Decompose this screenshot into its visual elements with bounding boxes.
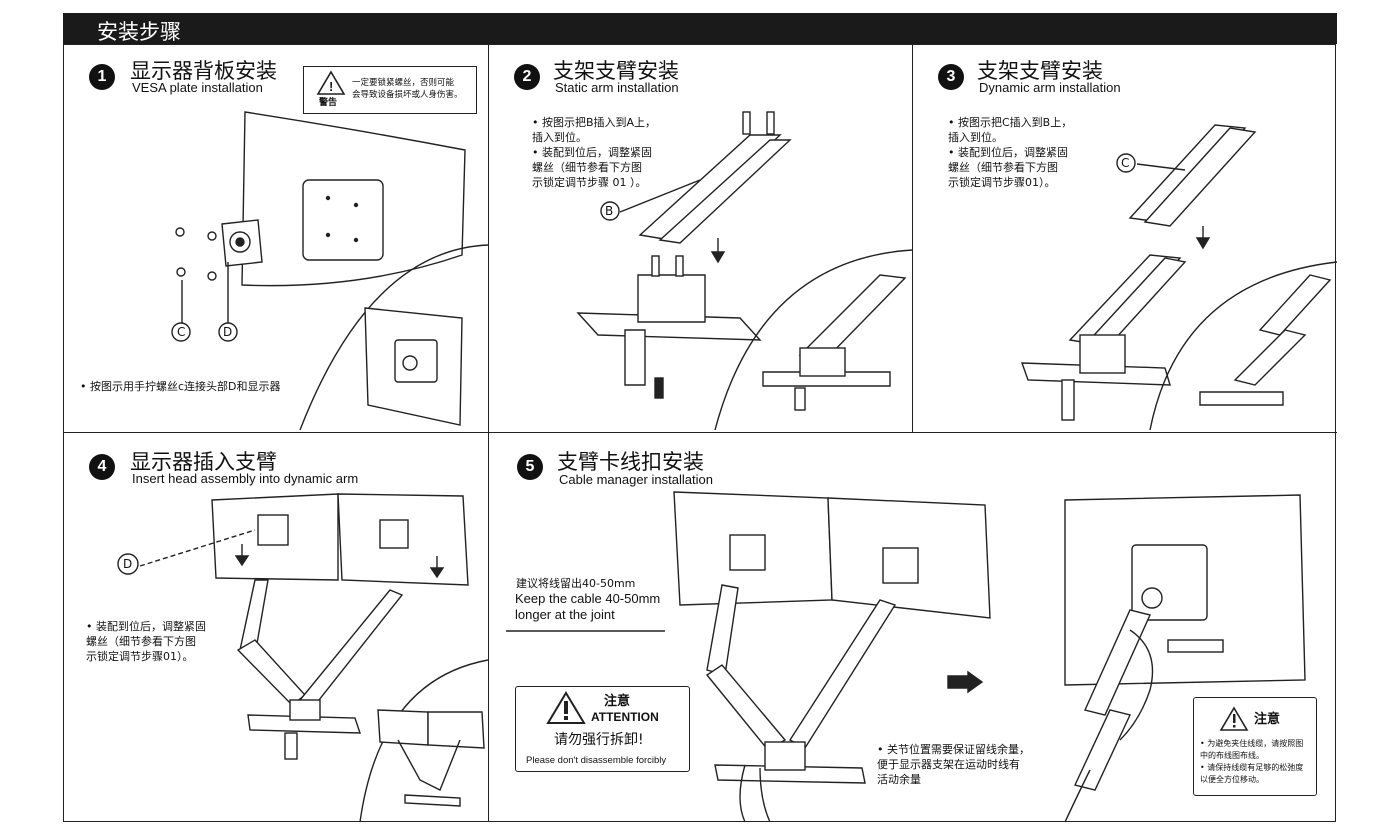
warning-icon: ! bbox=[316, 70, 346, 95]
attention-sub: Please don't disassemble forcibly bbox=[526, 755, 667, 766]
step-number: 3 bbox=[938, 64, 964, 90]
step-subtitle: Insert head assembly into dynamic arm bbox=[132, 471, 359, 486]
warning-icon bbox=[1219, 706, 1249, 731]
monitor-back-illustration bbox=[171, 111, 489, 431]
svg-text:!: ! bbox=[329, 79, 333, 94]
step-note: • 按图示用手拧螺丝c连接头部D和显示器 bbox=[80, 380, 281, 393]
step-number: 1 bbox=[89, 64, 115, 90]
warning-label: 警告 bbox=[319, 98, 338, 108]
step-number: 4 bbox=[89, 454, 115, 480]
cable-note-en: longer at the joint bbox=[515, 607, 615, 622]
attention-en: ATTENTION bbox=[591, 710, 659, 724]
cable-note-zh: 建议将线留出40-50mm bbox=[516, 577, 636, 590]
step-title: 显示器插入支臂 bbox=[130, 450, 277, 474]
notice-text: • 为避免夹住线缆，请按照图 中的布线图布线。 • 请保持线缆有足够的松弛度 以… bbox=[1200, 739, 1304, 784]
step-subtitle: Dynamic arm installation bbox=[979, 80, 1121, 95]
attention-main: 请勿强行拆卸! bbox=[554, 732, 644, 748]
notice-box: 注意 • 为避免夹住线缆，请按照图 中的布线图布线。 • 请保持线缆有足够的松弛… bbox=[1193, 697, 1317, 796]
joint-note: • 关节位置需要保证留线余量， 便于显示器支架在运动时线有 活动余量 bbox=[877, 743, 1030, 786]
notice-title: 注意 bbox=[1254, 712, 1281, 727]
label-c: C bbox=[1121, 156, 1130, 170]
step-subtitle: Static arm installation bbox=[555, 80, 679, 95]
header-title: 安装步骤 bbox=[97, 20, 181, 44]
step-title: 支臂卡线扣安装 bbox=[557, 450, 704, 474]
step-number: 5 bbox=[517, 454, 543, 480]
step-subtitle: VESA plate installation bbox=[132, 80, 263, 95]
static-arm-illustration bbox=[576, 111, 913, 431]
label-b: B bbox=[605, 204, 614, 218]
cable-note-en: Keep the cable 40-50mm bbox=[515, 591, 661, 606]
header-bar: 安装步骤 bbox=[63, 13, 1337, 44]
step-title: 显示器背板安装 bbox=[130, 59, 277, 83]
divider bbox=[912, 44, 913, 432]
label-d: D bbox=[223, 325, 233, 339]
divider bbox=[488, 44, 489, 822]
attention-zh: 注意 bbox=[604, 694, 631, 709]
step-title: 支架支臂安装 bbox=[553, 59, 679, 83]
divider bbox=[63, 432, 1337, 433]
label-d: D bbox=[123, 557, 133, 571]
instruction-frame bbox=[63, 44, 1336, 822]
attention-box: 注意 ATTENTION 请勿强行拆卸! Please don't disass… bbox=[515, 686, 690, 772]
step-subtitle: Cable manager installation bbox=[559, 472, 713, 487]
warning-icon bbox=[546, 691, 586, 724]
step-title: 支架支臂安装 bbox=[977, 59, 1103, 83]
dynamic-arm-illustration bbox=[1020, 124, 1338, 431]
dual-monitor-arm-illustration bbox=[117, 493, 489, 823]
cable-manager-illustration bbox=[506, 491, 1306, 823]
warning-box: ! 警告 一定要锁紧螺丝，否则可能 会导致设备损坏或人身伤害。 bbox=[303, 66, 477, 114]
step-note: • 按图示把C插入到B上， 插入到位。 • 装配到位后，调整紧固 螺丝（细节参看… bbox=[948, 116, 1073, 189]
step-note: • 按图示把B插入到A上， 插入到位。 • 装配到位后，调整紧固 螺丝（细节参看… bbox=[532, 116, 657, 189]
step-note: • 装配到位后，调整紧固 螺丝（细节参看下方图 示锁定调节步骤01）。 bbox=[86, 620, 206, 663]
step-number: 2 bbox=[514, 64, 540, 90]
label-c: C bbox=[177, 325, 186, 339]
warning-text: 一定要锁紧螺丝，否则可能 会导致设备损坏或人身伤害。 bbox=[352, 78, 463, 100]
